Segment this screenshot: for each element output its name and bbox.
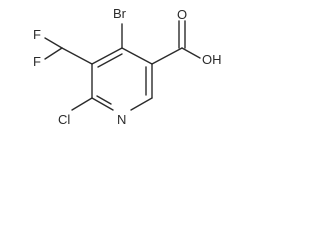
atom-label-o-carbonyl: O [177,7,187,22]
atom-label-n: N [117,112,126,127]
bond-c2-n [130,97,153,111]
bond-c5-chf2 [61,47,93,65]
bond-c-f-upper [44,37,63,49]
atom-label-f-lower: F [33,54,41,69]
bond-c4-c3 [121,47,153,65]
bond-c-f-lower [44,47,63,60]
bond-c5-c4-inner [97,53,123,68]
atom-label-br: Br [113,6,127,21]
atom-label-f-upper: F [33,27,41,42]
bond-n-c6-inner [96,95,112,105]
bond-n-c6 [91,97,114,111]
atom-label-oh: OH [202,52,222,67]
bond-c-oh [181,47,201,59]
chemical-structure-diagram: Br O OH F F Cl N [33,6,222,127]
bond-c6-cl [71,97,93,111]
bond-c5-c4 [91,47,123,65]
bond-c3-ccooh [151,47,183,65]
atom-label-cl: Cl [58,112,70,127]
